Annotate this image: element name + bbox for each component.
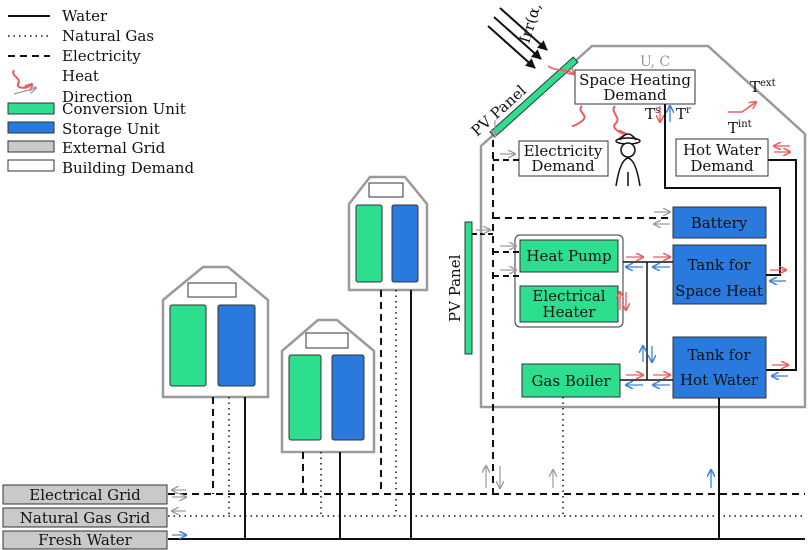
gas-grid-label: Natural Gas Grid: [20, 509, 151, 527]
electrical-grid-label: Electrical Grid: [29, 486, 141, 504]
t-ext-sup: ext: [760, 78, 776, 89]
small-house-3-conversion: [355, 204, 383, 283]
water-grid-label: Fresh Water: [38, 531, 133, 549]
electricity-demand-line1: Electricity: [524, 142, 603, 160]
irradiance-label: Irr(α, γ): [516, 0, 551, 45]
small-house-2: [280, 318, 376, 539]
tank-hot-water-line1: Tank for: [687, 346, 751, 364]
legend-direction-arrow-icon: [13, 88, 36, 95]
t-s-base: T: [645, 105, 655, 123]
battery-label: Battery: [691, 214, 748, 232]
irr-arrow-2-icon: [493, 16, 542, 60]
small-house-1-storage: [217, 304, 256, 387]
legend: Water Natural Gas Electricity Heat Direc…: [7, 7, 194, 177]
small-house-1: [161, 265, 270, 539]
space-heating-demand-line2: Demand: [603, 86, 667, 104]
electricity-demand-box: [518, 140, 609, 177]
pv-panel-wall-label: PV Panel: [446, 254, 464, 322]
hot-water-demand-box: [675, 138, 769, 177]
electrical-heater-box: [519, 285, 619, 323]
tank-hot-water-line2: Hot Water: [680, 371, 759, 389]
t-s-label: Ts: [645, 105, 660, 123]
pv-panel-wall: [464, 221, 473, 355]
water-grid-box: [2, 530, 168, 550]
grid-lines: [168, 493, 805, 540]
external-grids: Electrical Grid Natural Gas Grid Fresh W…: [2, 484, 186, 550]
legend-water-label: Water: [62, 7, 108, 25]
t-ext-base: T: [750, 78, 760, 96]
t-int-label: Tint: [728, 119, 752, 137]
irr-heat-arrow-icon: [547, 65, 574, 74]
tank-space-heat-line1: Tank for: [687, 256, 751, 274]
gas-boiler-box: [521, 363, 621, 398]
occupant-icon: [615, 133, 641, 187]
electricity-demand-line2: Demand: [531, 157, 595, 175]
electrical-heater-line2: Heater: [543, 303, 597, 321]
small-house-2-demand: [305, 332, 349, 349]
space-heating-demand-box: [574, 69, 696, 105]
small-house-3-demand: [368, 182, 404, 198]
t-r-base: T: [676, 105, 686, 123]
gas-grid-box: [2, 507, 168, 528]
small-house-2-conversion: [288, 354, 322, 441]
heat-pump-box: [519, 239, 619, 273]
tank-space-heat-box: [672, 244, 767, 305]
legend-demand-label: Building Demand: [62, 159, 194, 177]
irr-arrow-1-icon: [487, 25, 536, 69]
legend-gas-label: Natural Gas: [62, 27, 154, 45]
tank-hot-water-box: [672, 336, 767, 399]
t-s-sup: s: [655, 105, 660, 116]
tank-space-heat-line2: Space Heat: [675, 282, 763, 300]
heat-squiggle-1-icon: [571, 105, 586, 127]
heat-squiggle-2-icon: [612, 105, 626, 134]
t-int-sup: int: [738, 119, 752, 130]
legend-direction-label: Direction: [62, 88, 133, 106]
legend-electricity-label: Electricity: [62, 47, 141, 65]
small-house-1-demand: [187, 282, 237, 298]
ext-heat-arrow-icon: [728, 102, 756, 113]
electrical-grid-box: [2, 484, 168, 505]
small-house-3-storage: [391, 204, 419, 283]
legend-grid-label: External Grid: [62, 139, 166, 157]
electrical-heater-line1: Electrical: [532, 287, 605, 305]
legend-demand-swatch: [7, 159, 55, 172]
legend-heat-icon: [12, 69, 32, 88]
t-r-sup: r: [686, 105, 691, 116]
heat-pump-label: Heat Pump: [526, 247, 611, 265]
small-house-3: [347, 175, 429, 539]
t-ext-label: Text: [750, 78, 776, 96]
legend-storage-label: Storage Unit: [62, 120, 160, 138]
legend-grid-swatch: [7, 140, 55, 153]
irr-arrow-3-icon: [499, 7, 548, 51]
space-heating-demand-line1: Space Heating: [579, 71, 691, 89]
uc-label: U, C: [640, 54, 670, 70]
legend-conversion-label: Conversion Unit: [62, 100, 186, 118]
small-house-2-storage: [331, 354, 365, 441]
legend-storage-swatch: [7, 121, 55, 134]
gas-boiler-label: Gas Boiler: [531, 372, 611, 390]
space-heat-loop-supply: [664, 104, 781, 276]
hot-water-demand-line1: Hot Water: [683, 141, 762, 159]
hot-water-loop: [766, 159, 797, 371]
hot-water-demand-line2: Demand: [690, 157, 754, 175]
t-r-label: Tr: [676, 105, 691, 123]
small-house-1-conversion: [169, 304, 207, 387]
big-house: Irr(α, γ) PV Panel U, C Space Heating De…: [446, 0, 807, 539]
t-int-base: T: [728, 119, 738, 137]
battery-box: [672, 206, 767, 239]
legend-heat-label: Heat: [62, 67, 99, 85]
legend-conversion-swatch: [7, 102, 55, 115]
